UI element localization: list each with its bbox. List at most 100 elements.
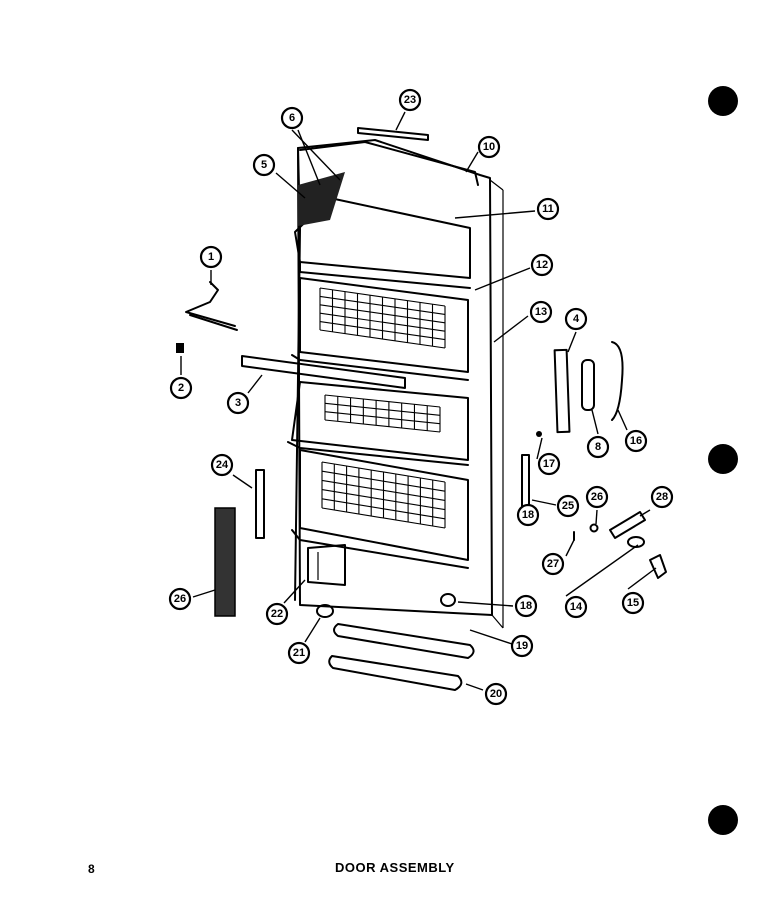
leader-line [565, 544, 639, 597]
callout-27: 27 [541, 552, 565, 576]
callout-label: 25 [562, 500, 574, 512]
control-box [307, 544, 346, 586]
callout-12: 12 [530, 253, 554, 277]
handle-16 [611, 341, 624, 421]
leader-line [232, 474, 253, 489]
leader-line [639, 509, 651, 517]
grid-line [321, 507, 446, 529]
callout-26: 26 [168, 587, 192, 611]
callout-3: 3 [226, 391, 250, 415]
screw-2 [176, 343, 184, 353]
door-shelf-1 [291, 277, 469, 381]
callout-20: 20 [484, 682, 508, 706]
callout-25: 25 [556, 494, 580, 518]
callout-label: 27 [547, 558, 559, 570]
cam-17 [536, 431, 542, 437]
grid-line [321, 498, 446, 520]
callout-label: 13 [535, 306, 547, 318]
grid-line [324, 419, 441, 433]
binder-hole-bottom [708, 805, 738, 835]
leader-line [627, 567, 657, 590]
grid-line [319, 295, 446, 315]
callout-label: 19 [516, 640, 528, 652]
leader-line [474, 267, 531, 291]
leader-line [247, 374, 263, 394]
callout-1: 1 [199, 245, 223, 269]
leader-line [591, 409, 599, 435]
callout-28: 28 [650, 485, 674, 509]
callout-11: 11 [536, 197, 560, 221]
grid-line [321, 461, 446, 483]
leader-line [395, 111, 406, 131]
corner-insulation [298, 172, 345, 226]
callout-23: 23 [398, 88, 422, 112]
callout-label: 15 [627, 597, 639, 609]
page-number: 8 [88, 862, 95, 876]
grid-line [319, 287, 446, 307]
grid-line [321, 470, 446, 492]
callout-label: 8 [595, 441, 601, 453]
callout-21: 21 [287, 641, 311, 665]
callout-16: 16 [624, 429, 648, 453]
callout-label: 11 [542, 203, 554, 215]
callout-label: 16 [630, 435, 642, 447]
leader-line [291, 129, 341, 181]
leader-line [275, 172, 306, 199]
leader-line [493, 315, 529, 343]
callout-label: 17 [543, 458, 555, 470]
callout-label: 4 [573, 313, 580, 325]
binder-hole-middle [708, 444, 738, 474]
leader-line [469, 629, 513, 645]
grid-line [319, 329, 446, 349]
leader-line [465, 151, 479, 173]
leader-line [192, 589, 216, 598]
callout-10: 10 [477, 135, 501, 159]
handle-cover-8 [581, 359, 595, 411]
callout-label: 1 [208, 251, 214, 263]
grid-line [324, 394, 441, 408]
shelf-grid-3 [321, 461, 446, 529]
door-shelf-3 [291, 449, 469, 569]
binder-hole-top [708, 86, 738, 116]
leader-line [536, 437, 543, 460]
callout-6: 6 [280, 106, 304, 130]
page-title: DOOR ASSEMBLY [335, 860, 455, 875]
callout-label: 26 [591, 491, 603, 503]
callout-label: 2 [178, 382, 184, 394]
callout-13: 13 [529, 300, 553, 324]
hinge-rod [185, 281, 238, 331]
callout-label: 28 [656, 491, 668, 503]
leader-line [454, 210, 536, 219]
plug-21 [316, 604, 334, 618]
leader-line [283, 579, 306, 604]
leader-line [304, 617, 321, 643]
callout-22: 22 [265, 602, 289, 626]
grid-line [319, 312, 446, 332]
side-rail-4 [553, 348, 571, 434]
callout-label: 23 [404, 94, 416, 106]
callout-18: 18 [514, 594, 538, 618]
callout-14: 14 [564, 595, 588, 619]
callout-26: 26 [585, 485, 609, 509]
grid-line [319, 321, 446, 341]
leader-line [617, 409, 628, 431]
callout-24: 24 [210, 453, 234, 477]
hinge-parts [573, 511, 667, 579]
trim-24 [255, 469, 265, 539]
leader-line [567, 331, 577, 353]
grid-line [324, 411, 441, 425]
callout-label: 6 [289, 112, 295, 124]
callout-8: 8 [586, 435, 610, 459]
callout-19: 19 [510, 634, 534, 658]
callout-15: 15 [621, 591, 645, 615]
trim-strip-3 [241, 355, 406, 389]
shelf-grid-1 [319, 287, 446, 349]
callout-label: 5 [261, 159, 267, 171]
callout-label: 3 [235, 397, 241, 409]
leader-line [595, 509, 598, 525]
leader-line [457, 601, 514, 607]
callout-label: 18 [520, 600, 532, 612]
door-gasket-1 [333, 623, 475, 659]
callout-label: 26 [174, 593, 186, 605]
